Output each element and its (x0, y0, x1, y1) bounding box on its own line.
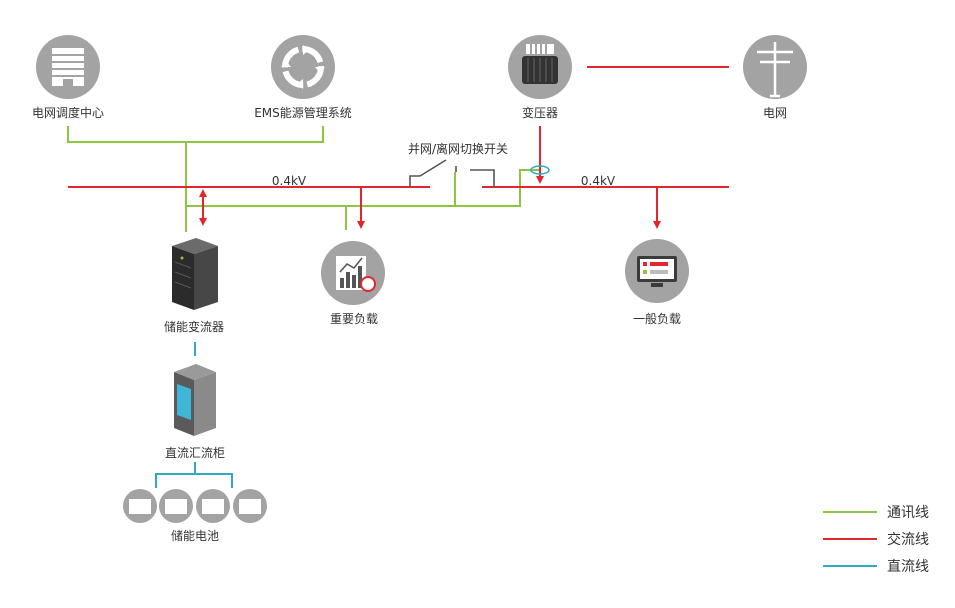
critical-load-label: 重要负载 (329, 312, 379, 326)
dc-line-battery-bus (155, 473, 233, 488)
legend-label-dc: 直流线 (887, 558, 929, 575)
chart-icon (321, 241, 385, 305)
battery-icon (123, 489, 267, 523)
monitor-icon (625, 239, 689, 303)
bus-right-voltage: 0.4kV (580, 174, 616, 188)
legend-label-ac: 交流线 (887, 531, 929, 548)
current-sensor-icon (530, 165, 550, 175)
switch-icon (409, 159, 495, 187)
pcs-label: 储能变流器 (163, 320, 225, 334)
legend-item-dc: 直流线 (823, 552, 948, 579)
grid-label: 电网 (762, 106, 788, 120)
legend-item-comm: 通讯线 (823, 498, 948, 525)
legend-item-ac: 交流线 (823, 525, 948, 552)
comm-line-dispatch (67, 126, 324, 143)
ac-lines (68, 66, 729, 229)
dispatch-center-label: 电网调度中心 (31, 106, 105, 120)
cycle-arrows-icon (271, 35, 335, 99)
bus-left-voltage: 0.4kV (271, 174, 307, 188)
cabinet-icon (174, 364, 216, 436)
server-cabinet-icon (172, 238, 218, 310)
transformer-label: 变压器 (521, 106, 559, 120)
dc-lines (155, 342, 233, 488)
legend: 通讯线 交流线 直流线 (823, 498, 948, 579)
transformer-icon (508, 35, 572, 99)
battery-label: 储能电池 (170, 529, 220, 543)
ems-label: EMS能源管理系统 (254, 106, 352, 120)
building-icon (36, 35, 100, 99)
legend-swatch-ac (823, 537, 877, 540)
general-load-label: 一般负载 (632, 312, 682, 326)
dc-combiner-label: 直流汇流柜 (164, 446, 226, 460)
legend-label-comm: 通讯线 (887, 504, 929, 521)
legend-swatch-dc (823, 564, 877, 567)
power-pole-icon (743, 35, 807, 99)
legend-swatch-comm (823, 510, 877, 513)
switch-label: 并网/离网切换开关 (407, 142, 509, 156)
